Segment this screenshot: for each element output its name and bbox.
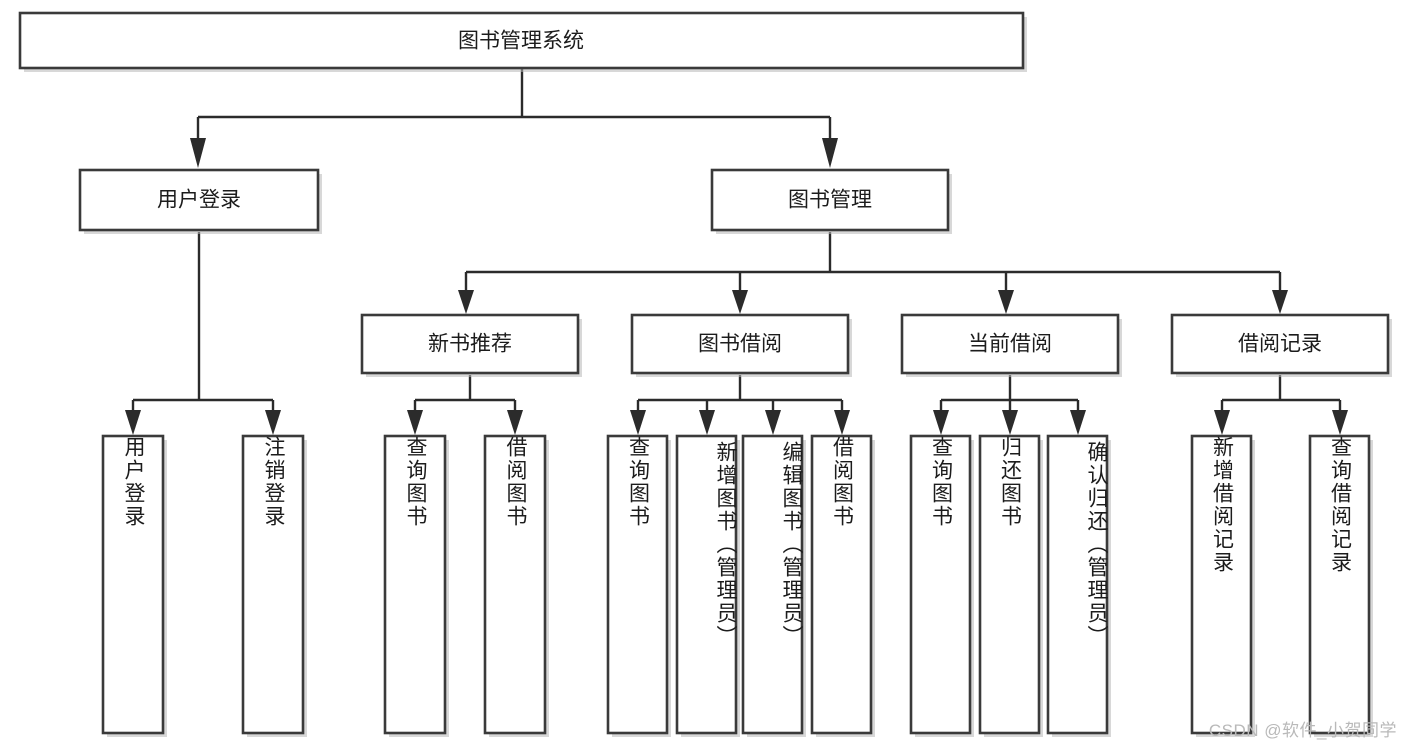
node-leaf-logout[interactable] bbox=[241, 434, 305, 735]
node-leaf-confirm-return[interactable] bbox=[1046, 434, 1109, 735]
arrow-head-leaf-query-book-3 bbox=[933, 410, 949, 435]
node-book-management[interactable] bbox=[710, 168, 950, 232]
arrow-head-book-management bbox=[822, 138, 838, 168]
node-borrow-record[interactable] bbox=[1170, 313, 1390, 375]
arrow-head-leaf-return-book bbox=[1002, 410, 1018, 435]
arrow-head-current-borrow bbox=[998, 290, 1014, 314]
arrow-head-leaf-borrow-book-1 bbox=[507, 410, 523, 435]
node-current-borrow-label: 当前借阅 bbox=[968, 333, 1052, 356]
arrow-head-leaf-query-book-1 bbox=[407, 410, 423, 435]
arrow-head-book-borrow bbox=[732, 290, 748, 314]
node-layer: 图书管理系统 用户登录 图书管理 新书推荐 图书借阅 当前借阅 借阅记录 bbox=[18, 11, 1392, 737]
arrow-head-leaf-logout bbox=[265, 410, 281, 435]
node-leaf-borrow-book-1[interactable] bbox=[483, 434, 547, 735]
arrow-head-leaf-confirm-return bbox=[1070, 410, 1086, 435]
csdn-watermark: CSDN @软件_小贺同学 bbox=[1208, 721, 1397, 740]
arrow-head-leaf-add-book bbox=[699, 410, 715, 435]
arrow-head-leaf-user-login bbox=[125, 410, 141, 435]
node-leaf-edit-book[interactable] bbox=[741, 434, 804, 735]
node-leaf-query-record[interactable] bbox=[1308, 434, 1371, 735]
arrow-head-user-login bbox=[190, 138, 206, 168]
arrow-head-leaf-edit-book bbox=[765, 410, 781, 435]
node-book-management-label: 图书管理 bbox=[788, 189, 872, 212]
node-leaf-query-book-2[interactable] bbox=[606, 434, 669, 735]
node-leaf-add-book[interactable] bbox=[675, 434, 738, 735]
node-leaf-add-record[interactable] bbox=[1190, 434, 1253, 735]
node-new-book-recommend[interactable] bbox=[360, 313, 580, 375]
node-book-borrow-label: 图书借阅 bbox=[698, 333, 782, 356]
node-leaf-borrow-book-2[interactable] bbox=[810, 434, 873, 735]
node-new-book-recommend-label: 新书推荐 bbox=[428, 333, 512, 356]
node-leaf-user-login[interactable] bbox=[101, 434, 165, 735]
arrow-head-leaf-query-book-2 bbox=[630, 410, 646, 435]
node-user-login-label: 用户登录 bbox=[157, 189, 241, 212]
arrow-head-leaf-borrow-book-2 bbox=[834, 410, 850, 435]
arrow-head-leaf-add-record bbox=[1214, 410, 1230, 435]
node-root[interactable] bbox=[18, 11, 1025, 70]
node-root-label: 图书管理系统 bbox=[458, 30, 584, 53]
node-leaf-query-book-1[interactable] bbox=[383, 434, 447, 735]
node-book-borrow[interactable] bbox=[630, 313, 850, 375]
node-current-borrow[interactable] bbox=[900, 313, 1120, 375]
arrow-head-leaf-query-record bbox=[1332, 410, 1348, 435]
connector-layer bbox=[125, 68, 1348, 435]
node-leaf-query-book-3[interactable] bbox=[909, 434, 972, 735]
arrow-head-new-book-recommend bbox=[458, 290, 474, 314]
arrow-head-borrow-record bbox=[1272, 290, 1288, 314]
node-borrow-record-label: 借阅记录 bbox=[1238, 333, 1322, 356]
node-user-login[interactable] bbox=[78, 168, 320, 232]
node-leaf-return-book[interactable] bbox=[978, 434, 1041, 735]
